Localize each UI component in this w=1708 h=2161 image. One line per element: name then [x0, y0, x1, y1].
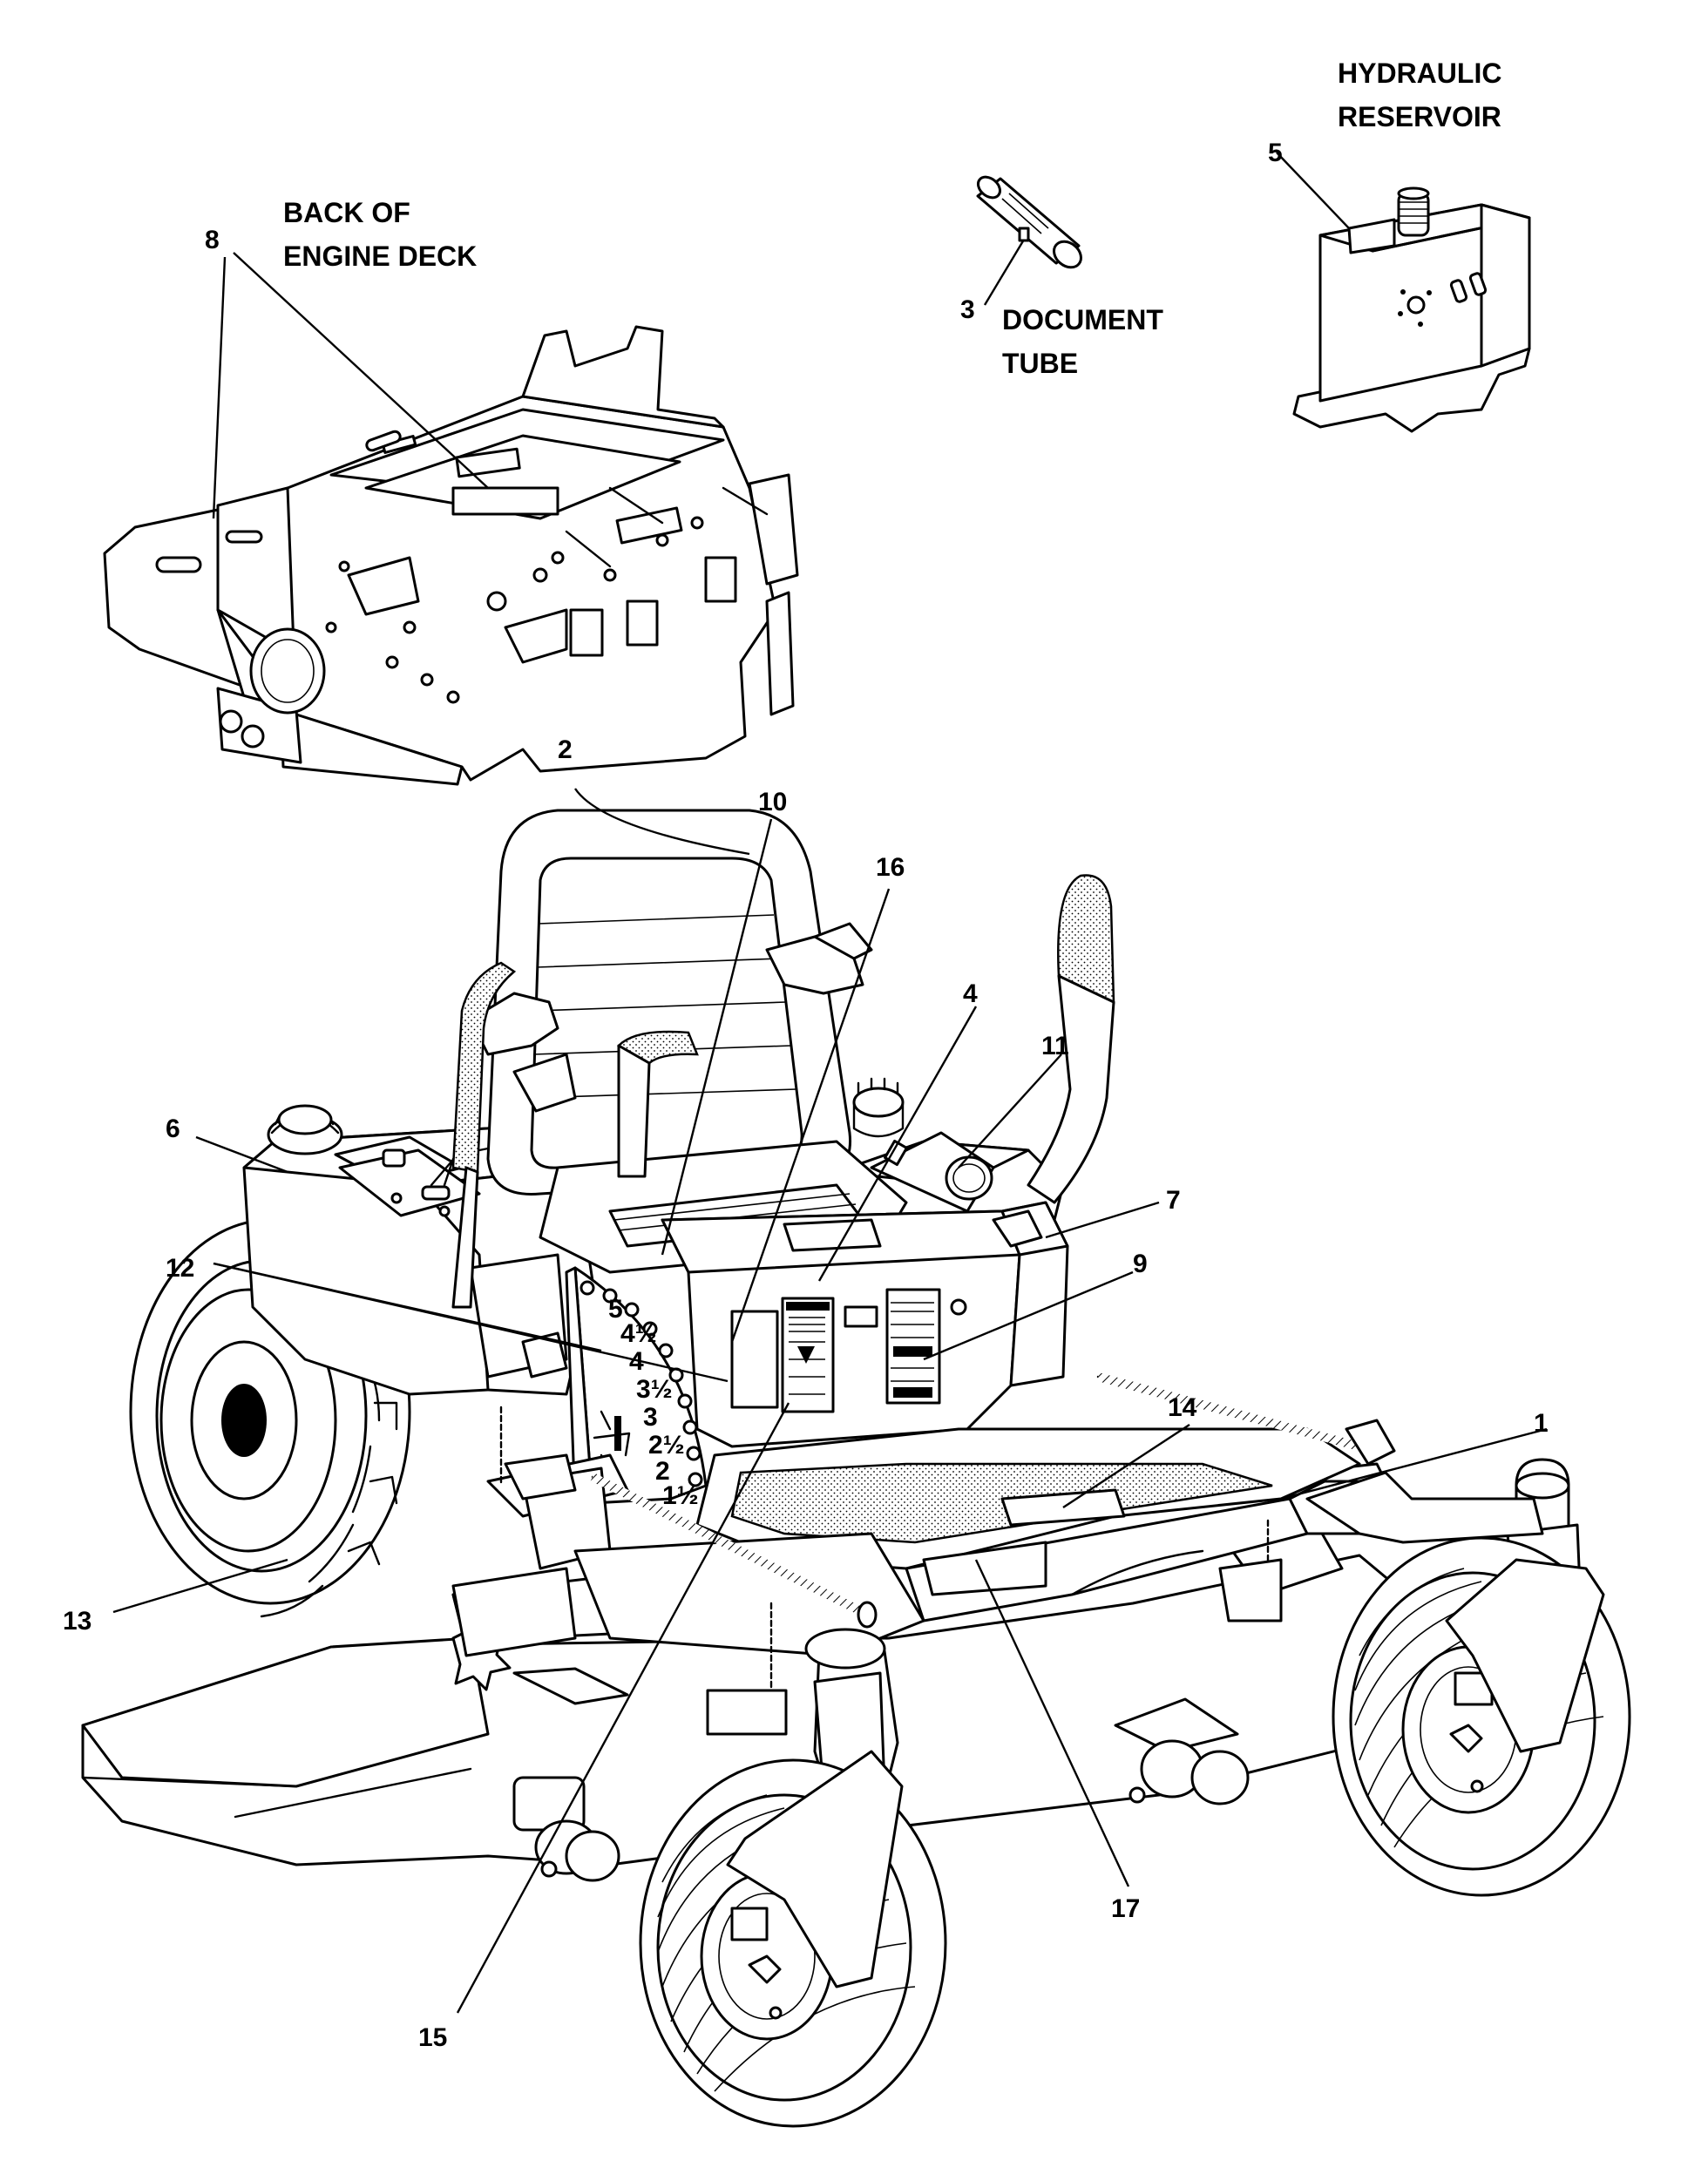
- callout-9: 9: [1133, 1250, 1148, 1278]
- scale-label-4-5: 4½: [620, 1319, 657, 1348]
- mower-drawing: 5 4½ 4 3½ 3 2½ 2 1½: [81, 809, 1631, 2128]
- caption-back-of-engine-deck-line2: ENGINE DECK: [283, 240, 477, 272]
- scale-label-2-5: 2½: [648, 1431, 685, 1460]
- callout-2: 2: [558, 735, 573, 764]
- caption-document-tube-line1: DOCUMENT: [1002, 304, 1163, 335]
- caption-document-tube-line2: TUBE: [1002, 348, 1078, 379]
- callout-7: 7: [1166, 1186, 1181, 1215]
- callout-10: 10: [758, 788, 787, 816]
- callout-16: 16: [876, 853, 905, 882]
- callout-4: 4: [963, 979, 978, 1008]
- height-of-cut-scale: 5 4½ 4 3½ 3 2½ 2 1½: [565, 1266, 708, 1510]
- caption-back-of-engine-deck-line1: BACK OF: [283, 197, 410, 228]
- callout-5: 5: [1268, 139, 1283, 167]
- callout-17: 17: [1111, 1894, 1140, 1923]
- callout-1: 1: [1534, 1409, 1549, 1438]
- callout-12: 12: [166, 1254, 194, 1283]
- callout-13: 13: [63, 1607, 92, 1636]
- callout-numbers: 1 2 3 4 5 6 7 8 9 10 11 12 13 14 15 16 1…: [63, 139, 1549, 2052]
- callout-15: 15: [418, 2023, 447, 2052]
- callout-14: 14: [1168, 1393, 1197, 1422]
- caption-hydraulic-reservoir-line2: RESERVOIR: [1338, 101, 1501, 132]
- callout-8: 8: [205, 226, 220, 254]
- scale-label-2: 2: [655, 1457, 670, 1486]
- scale-label-3-5: 3½: [636, 1375, 673, 1404]
- document-tube-drawing: [976, 175, 1082, 269]
- scale-label-5: 5: [608, 1295, 623, 1324]
- hydraulic-reservoir-drawing: [1292, 186, 1531, 433]
- scale-label-3: 3: [643, 1403, 658, 1432]
- callout-11: 11: [1041, 1032, 1069, 1060]
- callout-6: 6: [166, 1114, 180, 1143]
- captions: HYDRAULIC RESERVOIR BACK OF ENGINE DECK …: [283, 58, 1501, 379]
- scale-label-4: 4: [629, 1347, 644, 1376]
- callout-3: 3: [960, 295, 975, 324]
- engine-deck-drawing: [103, 325, 799, 786]
- scale-label-1-5: 1½: [662, 1481, 699, 1510]
- leader-lines: [112, 152, 1548, 2014]
- caption-hydraulic-reservoir-line1: HYDRAULIC: [1338, 58, 1501, 89]
